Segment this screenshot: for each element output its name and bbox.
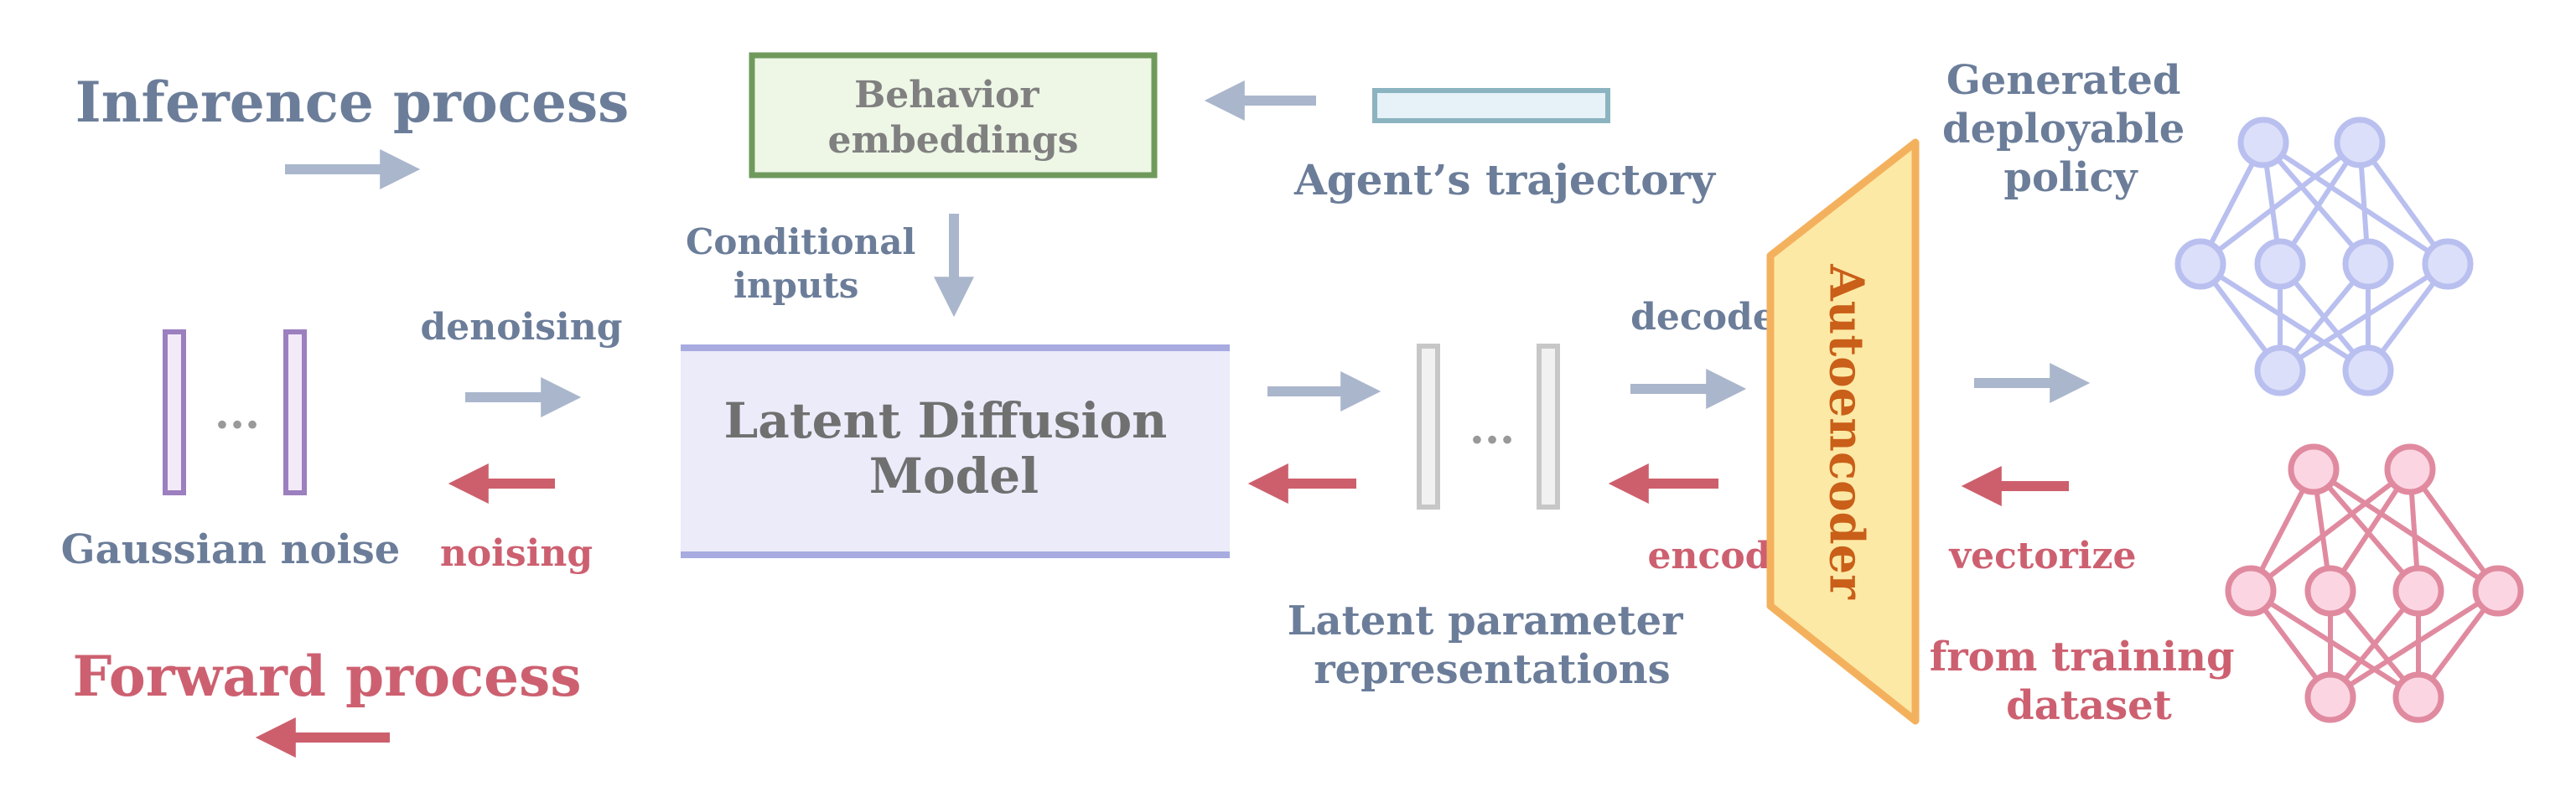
- training-network-edge: [2249, 588, 2420, 700]
- generated-network-node: [2174, 238, 2226, 290]
- generated-network-node: [2422, 238, 2474, 290]
- generated-network-edge: [2261, 141, 2371, 266]
- training-network-node: [2225, 565, 2277, 617]
- behavior-embeddings-label: Behavior embeddings: [827, 74, 1078, 162]
- generated-network-edge: [2199, 140, 2361, 267]
- inference-process-title: Inference process: [75, 70, 630, 135]
- gaussian-noise-label: Gaussian noise: [61, 526, 401, 573]
- from-training-dataset-label: from training dataset: [1930, 634, 2249, 729]
- generated-policy-network: [2174, 116, 2474, 396]
- generated-network-node: [2334, 116, 2386, 168]
- training-network-edge: [2311, 468, 2421, 593]
- noise-ellipsis: ···: [215, 400, 260, 451]
- trajectory-bar: [1372, 88, 1610, 123]
- latent-vector-right: [1537, 344, 1560, 510]
- generated-network-edge: [2199, 261, 2370, 373]
- training-network-node: [2304, 671, 2356, 723]
- latent-vector-left: [1417, 344, 1440, 510]
- autoencoder-trapezoid: [1766, 138, 1920, 725]
- latent-diffusion-model-box: [681, 348, 1230, 555]
- training-network-node: [2288, 443, 2340, 495]
- noise-vector-right: [283, 329, 307, 495]
- generated-network-node: [2254, 344, 2306, 396]
- agent-trajectory-label: Agent’s trajectory: [1293, 155, 1717, 204]
- training-network-node: [2392, 565, 2444, 617]
- training-network-node: [2304, 565, 2356, 617]
- conditional-inputs-label: Conditional inputs: [686, 221, 928, 306]
- training-network-node: [2392, 671, 2444, 723]
- latent-parameter-representations-label: Latent parameter representations: [1288, 598, 1697, 693]
- generated-network-node: [2237, 116, 2289, 168]
- decode-label: decode: [1630, 296, 1776, 339]
- generated-network-node: [2342, 238, 2394, 290]
- generated-network-node: [2342, 344, 2394, 396]
- autoencoder-label: Autoencoder: [1818, 263, 1874, 600]
- latent-ellipsis: ···: [1469, 415, 1515, 466]
- generated-network-edge: [2262, 140, 2449, 267]
- noising-label: noising: [440, 532, 593, 575]
- generated-policy-label: Generated deployable policy: [1942, 57, 2199, 201]
- training-network-edge: [2329, 588, 2500, 700]
- denoising-label: denoising: [420, 306, 622, 349]
- generated-network-node: [2254, 238, 2306, 290]
- forward-process-title: Forward process: [73, 644, 582, 709]
- behavior-embeddings-box: [749, 52, 1158, 179]
- latent-diffusion-model-label: Latent Diffusion Model: [723, 392, 1184, 505]
- noise-vector-left: [163, 329, 186, 495]
- training-network-edge: [2249, 467, 2412, 593]
- training-policy-network: [2225, 443, 2524, 723]
- vectorize-label: vectorize: [1949, 535, 2137, 577]
- training-network-node: [2472, 565, 2524, 617]
- generated-network-edge: [2278, 261, 2449, 373]
- training-network-edge: [2312, 467, 2500, 593]
- training-network-node: [2384, 443, 2436, 495]
